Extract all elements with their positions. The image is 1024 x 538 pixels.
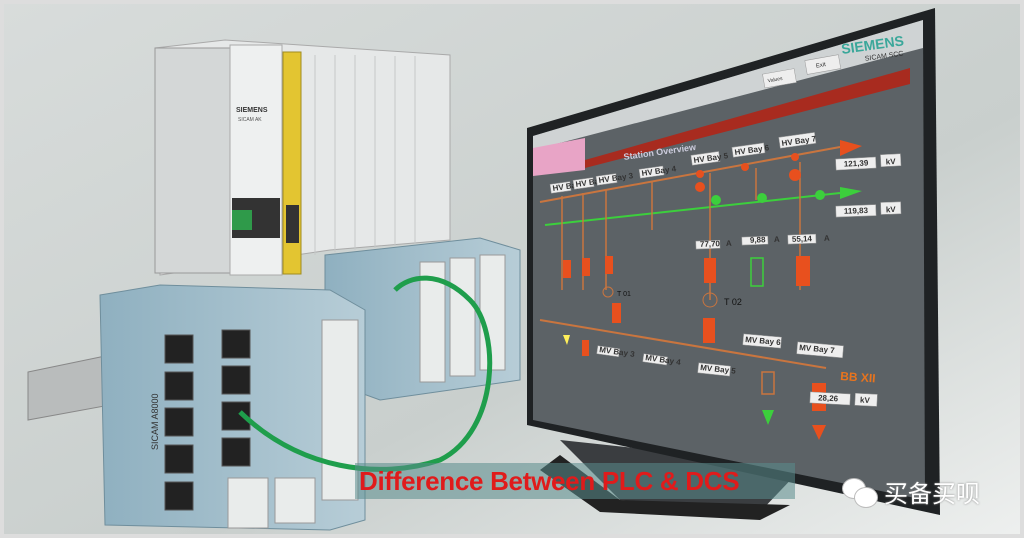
values-button[interactable] (762, 68, 797, 89)
hv-bus-voltage-2: 119,83 (844, 206, 869, 216)
rack-brand: SIEMENS (236, 107, 268, 114)
rack-model: SICAM AK (238, 117, 262, 123)
alarm-bar (585, 68, 910, 168)
bay-current-3: 55,14 (792, 234, 813, 244)
mv-bus-voltage: 28,26 (818, 393, 839, 403)
sicam-a8000-modules-front: SICAM A8000 (99, 284, 366, 531)
watermark: 买备买呗 (842, 474, 980, 509)
exit-button-label: Exit (816, 62, 827, 70)
transformer-t01: T 01 (617, 291, 631, 298)
mv-bay-6: MV Bay 6 (745, 335, 782, 347)
hmi-screen (533, 20, 925, 500)
hv-bus-voltage-1: 121,39 (844, 158, 869, 168)
hv-bus-voltage-2-unit: kV (886, 205, 897, 214)
hv-bus-voltage-1-unit: kV (886, 157, 897, 167)
exit-button[interactable] (804, 54, 842, 75)
values-button-label: Values (767, 76, 783, 85)
transformer-t02: T 02 (724, 297, 742, 307)
bay-current-1: 77,70 (700, 239, 721, 249)
mv-busbar-name: BB XII (840, 369, 876, 385)
module-model: SICAM A8000 (150, 393, 160, 450)
bay-current-1-unit: A (726, 239, 732, 248)
bay-current-2-unit: A (774, 235, 780, 244)
sicam-ak-rack: SIEMENS SICAM AK (154, 39, 451, 276)
ethernet-cable (238, 275, 493, 472)
bay-current-2: 9,88 (750, 235, 766, 245)
watermark-text: 买备买呗 (884, 480, 980, 508)
caption-banner: Difference Between PLC & DCS (355, 463, 795, 499)
bay-current-3-unit: A (824, 234, 830, 243)
wechat-icon (842, 476, 878, 508)
mv-bay-7: MV Bay 7 (799, 343, 836, 355)
caption-text: Difference Between PLC & DCS (359, 466, 740, 496)
mv-bus-voltage-unit: kV (860, 396, 871, 406)
mv-bay-5: MV Bay 5 (700, 363, 737, 376)
